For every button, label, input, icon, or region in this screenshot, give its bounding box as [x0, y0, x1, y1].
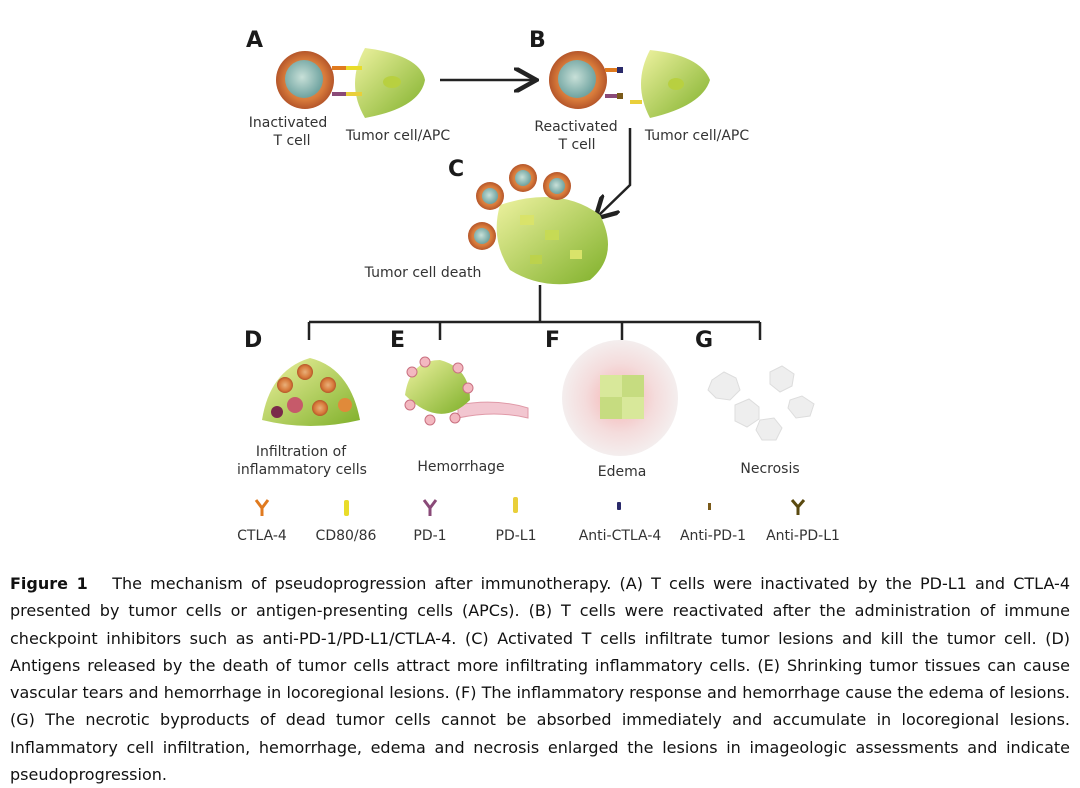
panel-label-e: E [390, 328, 405, 353]
inactivated-label-line1: Inactivated [249, 115, 328, 131]
branch-connector [307, 285, 762, 340]
tumor-cell-death-cluster [468, 164, 608, 285]
tumor-cell-apc-a [346, 48, 425, 118]
infiltration-label-line2: inflammatory cells [237, 462, 367, 478]
edema-illustration [562, 340, 678, 456]
panel-label-g: G [695, 328, 713, 353]
legend-item-anti-pd1: Anti-PD-1 [680, 503, 746, 544]
panel-label-f: F [545, 328, 560, 353]
panel-label-d: D [244, 328, 262, 353]
anti-pd1-icon [708, 503, 711, 510]
legend-item-ctla4: CTLA-4 [237, 499, 287, 544]
infiltration-label-line1: Infiltration of [256, 444, 347, 460]
legend-label-anti-pd1: Anti-PD-1 [680, 528, 746, 544]
tumor-cell-apc-b [630, 50, 710, 118]
panel-label-c: C [448, 157, 464, 182]
pdl1-icon [513, 497, 518, 513]
anti-ctla4-icon [617, 502, 621, 510]
inactivated-label-line2: T cell [272, 133, 310, 149]
anti-pdl1-icon [790, 499, 806, 515]
legend: CTLA-4 CD80/86 PD-1 PD-L1 Anti-CTLA-4 An… [237, 497, 840, 544]
infiltration-illustration [262, 358, 360, 426]
pd1-icon [422, 499, 438, 516]
tumor-apc-label-b: Tumor cell/APC [644, 128, 750, 144]
caption-title: Figure 1 [10, 574, 88, 593]
figure-caption: Figure 1 The mechanism of pseudoprogress… [10, 570, 1070, 788]
reactivated-t-cell [549, 51, 623, 109]
legend-label-anti-pdl1: Anti-PD-L1 [766, 528, 840, 544]
mechanism-diagram: A B C D E F G Inactivated T cell Tumor c… [237, 28, 840, 544]
tumor-apc-label-a: Tumor cell/APC [345, 128, 451, 144]
inactivated-t-cell [276, 51, 346, 109]
legend-label-pdl1: PD-L1 [496, 528, 537, 544]
legend-label-pd1: PD-1 [413, 528, 446, 544]
panel-label-a: A [246, 28, 263, 53]
necrosis-label: Necrosis [740, 461, 799, 477]
legend-label-cd80-86: CD80/86 [316, 528, 377, 544]
caption-text: The mechanism of pseudoprogression after… [10, 574, 1071, 785]
ctla4-icon [254, 499, 270, 516]
legend-item-anti-ctla4: Anti-CTLA-4 [579, 502, 662, 544]
tumor-death-label: Tumor cell death [364, 265, 482, 281]
reactivated-label-line2: T cell [557, 137, 595, 153]
legend-item-anti-pdl1: Anti-PD-L1 [766, 499, 840, 544]
legend-item-cd80-86: CD80/86 [316, 500, 377, 544]
legend-label-ctla4: CTLA-4 [237, 528, 287, 544]
panel-label-b: B [529, 28, 546, 53]
hemorrhage-label: Hemorrhage [417, 459, 504, 475]
legend-item-pdl1: PD-L1 [496, 497, 537, 544]
legend-label-anti-ctla4: Anti-CTLA-4 [579, 528, 662, 544]
necrosis-illustration [707, 365, 815, 441]
arrow-b-to-c [597, 128, 632, 217]
edema-label: Edema [598, 464, 647, 480]
legend-item-pd1: PD-1 [413, 499, 447, 544]
hemorrhage-illustration [404, 356, 529, 426]
cd80-86-icon [344, 500, 349, 516]
reactivated-label-line1: Reactivated [534, 119, 617, 135]
